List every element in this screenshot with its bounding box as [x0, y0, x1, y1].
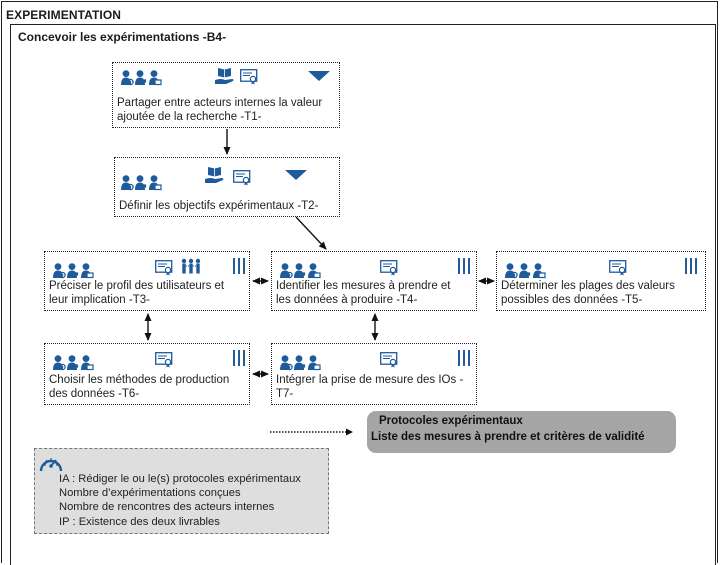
- triple-bars-icon: [233, 258, 246, 274]
- task-t5-label-line2: possibles des données -T5-: [501, 294, 643, 306]
- down-triangle-icon: [285, 170, 307, 180]
- deliverable-box: Protocoles expérimentaux Liste des mesur…: [367, 411, 676, 453]
- indicator-ia: IA : Rédiger le ou le(s) protocoles expé…: [59, 473, 301, 485]
- task-t1-label-line2: ajoutée de la recherche -T1-: [117, 111, 262, 123]
- task-t7-label-line2: T7-: [276, 388, 294, 400]
- task-t6-label-line2: des données -T6-: [49, 388, 140, 400]
- task-t3-label-line2: leur implication -T3-: [49, 294, 150, 306]
- task-t2-label-line1: Définir les objectifs expérimentaux -T2-: [119, 200, 319, 212]
- task-t3-label-line1: Préciser le profil des utilisateurs et: [49, 280, 225, 292]
- indicator-ip: IP : Existence des deux livrables: [59, 515, 220, 528]
- task-t5-label-line1: Déterminer les plages des valeurs: [501, 280, 675, 292]
- task-t7[interactable]: Intégrer la prise de mesure des IOs - T7…: [271, 343, 477, 405]
- task-t1-label-line1: Partager entre acteurs internes la valeu…: [117, 97, 323, 109]
- triple-bars-icon: [458, 258, 471, 274]
- task-t4-label-line1: Identifier les mesures à prendre et: [276, 280, 451, 292]
- triple-bars-icon: [685, 258, 698, 274]
- page-title: EXPERIMENTATION: [6, 8, 122, 22]
- section-title: Concevoir les expérimentations -B4-: [18, 30, 227, 44]
- deliverable-line2: Liste des mesures à prendre et critères …: [371, 431, 645, 443]
- section-frame: [10, 24, 716, 565]
- deliverable-line1: Protocoles expérimentaux: [379, 415, 523, 427]
- triple-bars-icon: [458, 350, 471, 366]
- task-t6-label-line1: Choisir les méthodes de production: [49, 374, 230, 386]
- task-t2[interactable]: Définir les objectifs expérimentaux -T2-: [114, 157, 340, 217]
- task-t4-label-line2: les données à produire -T4-: [276, 294, 418, 306]
- indicator-count-experiments: Nombre d’expérimentations conçues: [59, 487, 241, 500]
- task-t7-label-line1: Intégrer la prise de mesure des IOs -: [276, 374, 464, 386]
- indicator-count-meetings: Nombre de rencontres des acteurs interne…: [59, 501, 275, 514]
- indicators-box: IA : Rédiger le ou le(s) protocoles expé…: [34, 448, 329, 534]
- task-t3[interactable]: Préciser le profil des utilisateurs et l…: [44, 251, 250, 311]
- task-t1[interactable]: Partager entre acteurs internes la valeu…: [112, 62, 340, 128]
- task-t5[interactable]: Déterminer les plages des valeurs possib…: [496, 251, 706, 311]
- arrow-t2-t4: [295, 216, 327, 250]
- speedometer-icon: [39, 458, 63, 472]
- task-t4[interactable]: Identifier les mesures à prendre et les …: [271, 251, 477, 311]
- down-triangle-icon: [308, 71, 330, 81]
- triple-bars-icon: [233, 350, 246, 366]
- task-t6[interactable]: Choisir les méthodes de production des d…: [44, 343, 250, 405]
